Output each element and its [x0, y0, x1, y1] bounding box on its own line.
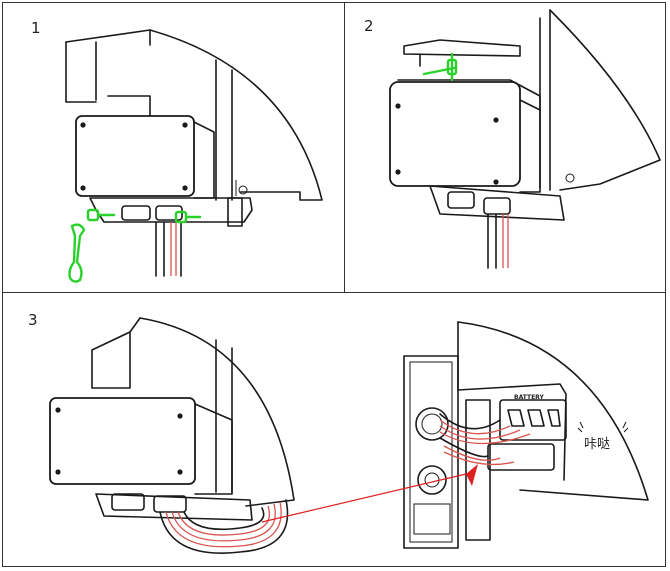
battery-terminal-label: BATTERY: [514, 394, 544, 401]
step-3-number: 3: [28, 311, 38, 329]
panel-divider-horizontal: [2, 292, 666, 293]
step-2-number: 2: [364, 17, 374, 35]
step-1-number: 1: [31, 19, 41, 37]
panel-divider-vertical: [344, 2, 345, 293]
screw-icon: [422, 52, 458, 82]
click-sound-label: 咔哒: [584, 437, 611, 452]
arrow-icon: [261, 464, 478, 523]
wrench-icon: [68, 223, 86, 283]
screw-icon: [86, 208, 202, 224]
